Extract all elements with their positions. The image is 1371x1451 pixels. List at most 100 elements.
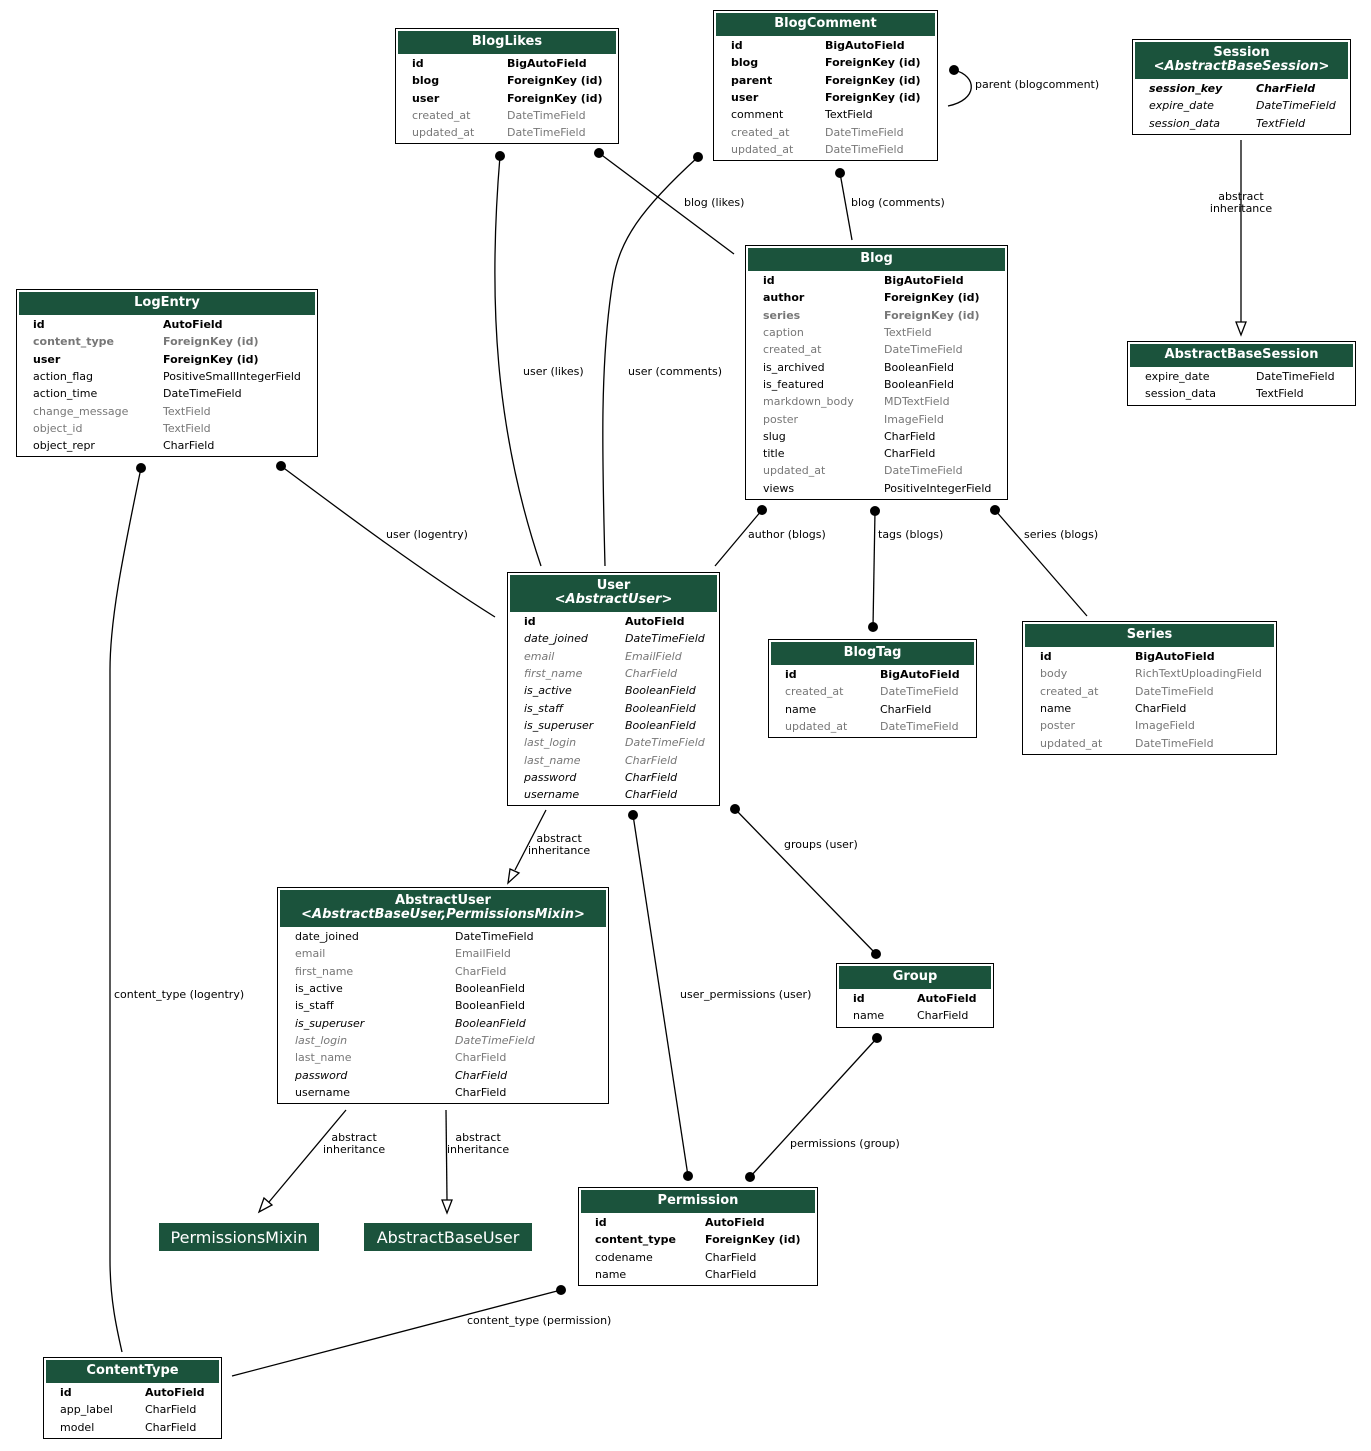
field-type: CharField xyxy=(705,1250,757,1264)
field-name: series xyxy=(763,308,801,322)
box-abstractbaseuser: AbstractBaseUser xyxy=(364,1223,532,1251)
field-type: CharField xyxy=(1256,82,1316,96)
table-header: Blog xyxy=(748,248,1005,271)
field-type: CharField xyxy=(1135,702,1187,716)
field-name: created_at xyxy=(763,343,822,357)
table-header: AbstractUser<AbstractBaseUser,Permission… xyxy=(280,890,606,927)
field-name: updated_at xyxy=(785,720,848,734)
field-type: ForeignKey (id) xyxy=(163,335,259,349)
table-subtitle: <AbstractUser> xyxy=(554,592,673,607)
field-type: CharField xyxy=(145,1403,197,1417)
field-type: DateTimeField xyxy=(1135,684,1214,698)
edge-label-tags-blogs: tags (blogs) xyxy=(878,528,944,541)
field-type: AutoField xyxy=(705,1216,765,1230)
table-title: Blog xyxy=(860,251,893,266)
field-name: blog xyxy=(731,56,759,70)
field-name: created_at xyxy=(785,685,844,699)
field-type: TextField xyxy=(163,421,211,435)
field-row: id BigAutoField xyxy=(714,37,937,54)
field-row: last_login DateTimeField xyxy=(508,734,719,751)
edge-label-user-likes: user (likes) xyxy=(523,365,584,378)
field-row: action_flag PositiveSmallIntegerField xyxy=(17,368,317,385)
table-title: ContentType xyxy=(86,1363,179,1378)
table-title: Session xyxy=(1213,45,1270,60)
field-name: password xyxy=(295,1068,348,1082)
field-name: session_data xyxy=(1145,387,1216,401)
field-name: email xyxy=(295,947,326,961)
field-name: last_login xyxy=(524,736,577,750)
field-type: ForeignKey (id) xyxy=(507,91,603,105)
edge-label-baseuser-inherit: abstract inheritance xyxy=(447,1131,510,1156)
field-type: BigAutoField xyxy=(825,39,905,53)
field-name: views xyxy=(763,481,795,495)
edge-user-inheritance xyxy=(514,809,547,871)
field-name: expire_date xyxy=(1145,370,1210,384)
field-name: poster xyxy=(1040,719,1076,733)
field-name: date_joined xyxy=(524,632,588,646)
edge-label-parent-blogcomment: parent (blogcomment) xyxy=(975,78,1100,91)
field-type: BooleanField xyxy=(455,982,525,996)
field-type: BooleanField xyxy=(625,718,696,732)
edge-label-user-logentry: user (logentry) xyxy=(386,528,468,541)
inheritance-arrowhead xyxy=(257,1196,274,1214)
field-type: CharField xyxy=(455,1085,507,1099)
field-name: id xyxy=(731,39,743,53)
field-name: model xyxy=(60,1420,95,1434)
field-type: BigAutoField xyxy=(880,668,960,682)
field-name: created_at xyxy=(412,109,471,123)
field-type: PositiveSmallIntegerField xyxy=(163,370,301,384)
field-type: TextField xyxy=(163,404,211,418)
field-type: AutoField xyxy=(917,992,977,1006)
field-type: DateTimeField xyxy=(825,125,904,139)
field-type: CharField xyxy=(625,788,678,802)
table-title: Series xyxy=(1126,627,1173,642)
field-type: TextField xyxy=(1256,387,1304,401)
field-type: DateTimeField xyxy=(884,343,963,357)
field-name: action_flag xyxy=(33,370,94,384)
field-row: session_data TextField xyxy=(1128,385,1355,402)
field-type: EmailField xyxy=(455,947,511,961)
edge-label-content-type-permission: content_type (permission) xyxy=(467,1314,612,1327)
table-header: Permission xyxy=(581,1190,815,1213)
field-name: is_superuser xyxy=(524,718,594,732)
field-type: DateTimeField xyxy=(1256,370,1335,384)
field-type: AutoField xyxy=(625,615,685,629)
table-abstractuser: AbstractUser<AbstractBaseUser,Permission… xyxy=(277,887,609,1104)
field-name: name xyxy=(595,1268,627,1282)
field-name: content_type xyxy=(595,1233,676,1247)
edge-series-blogs xyxy=(994,509,1088,617)
field-type: ForeignKey (id) xyxy=(507,74,603,88)
edge-tags-blogs xyxy=(872,510,876,628)
field-type: AutoField xyxy=(145,1386,205,1400)
edge-blog-comments xyxy=(839,172,853,241)
field-type: DateTimeField xyxy=(625,736,705,750)
field-name: name xyxy=(853,1009,885,1023)
edge-content-type-logentry xyxy=(109,467,142,1353)
field-type: CharField xyxy=(625,770,678,784)
field-name: is_staff xyxy=(524,701,564,715)
table-header: Group xyxy=(839,966,991,989)
field-name: id xyxy=(60,1386,72,1400)
field-type: CharField xyxy=(455,1051,507,1065)
